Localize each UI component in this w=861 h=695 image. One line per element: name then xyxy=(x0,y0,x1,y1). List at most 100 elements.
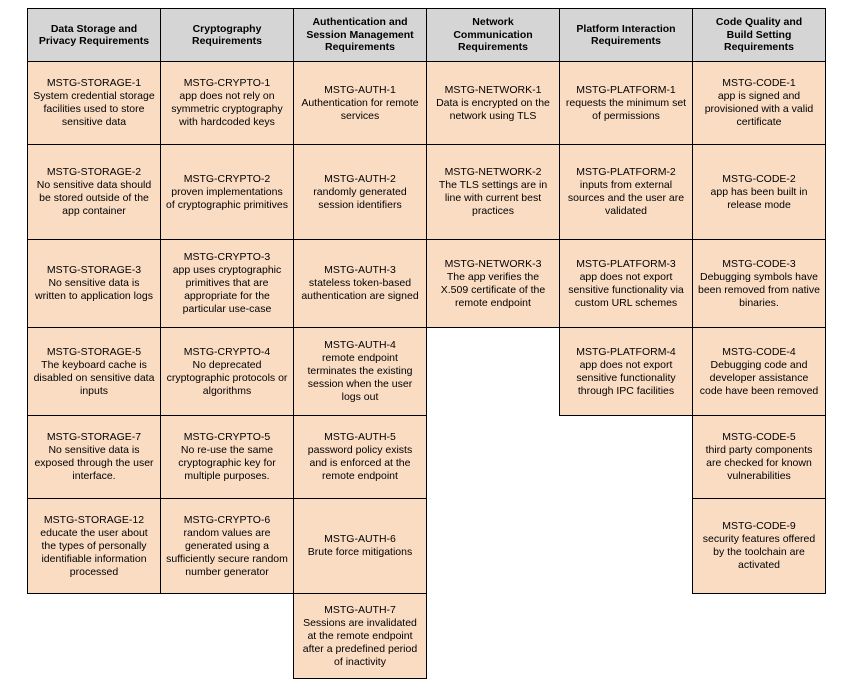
column-header-line: Requirements xyxy=(723,41,795,54)
requirement-text: app does not rely on symmetric cryptogra… xyxy=(171,90,283,128)
requirement-id: MSTG-AUTH-7 xyxy=(324,603,396,616)
column-header-line: Data Storage and xyxy=(50,22,138,35)
column-header-line: Platform Interaction xyxy=(576,22,676,35)
requirement-id: MSTG-STORAGE-2 xyxy=(46,166,142,178)
requirement-text: Brute force mitigations xyxy=(307,546,413,558)
column-header-line: Cryptography xyxy=(192,22,262,35)
column-header-line: Code Quality and xyxy=(715,16,803,29)
requirement-id: MSTG-STORAGE-1 xyxy=(46,77,142,89)
requirement-id: MSTG-CODE-9 xyxy=(722,520,796,532)
requirement-id: MSTG-PLATFORM-3 xyxy=(576,257,676,270)
requirement-id: MSTG-NETWORK-2 xyxy=(444,166,542,178)
requirement-text: inputs from external sources and the use… xyxy=(567,179,685,217)
requirement-text: stateless token-based authentication are… xyxy=(301,277,419,302)
requirement-text: Data is encrypted on the network using T… xyxy=(436,96,550,122)
requirement-id: MSTG-CODE-1 xyxy=(722,77,796,89)
requirement-id: MSTG-PLATFORM-2 xyxy=(576,166,676,178)
column-header-line: Session Management xyxy=(306,28,414,41)
requirement-text: Debugging symbols have been removed from… xyxy=(698,270,820,309)
requirement-text: Authentication for remote services xyxy=(301,96,419,122)
requirement-id: MSTG-AUTH-3 xyxy=(324,264,396,276)
column-header-line: Requirements xyxy=(191,35,263,47)
column-header-line: Build Setting xyxy=(726,28,792,41)
requirement-text: security features offered by the toolcha… xyxy=(702,533,816,571)
requirement-text: The app verifies the X.509 certificate o… xyxy=(440,270,546,309)
requirement-text: No re-use the same cryptographic key for… xyxy=(178,444,276,482)
requirement-text: The keyboard cache is disabled on sensit… xyxy=(33,358,155,397)
requirement-text: No sensitive data should be stored outsi… xyxy=(36,179,152,217)
requirement-id: MSTG-CODE-4 xyxy=(722,345,796,358)
requirement-text: app does not export sensitive functional… xyxy=(568,270,684,309)
requirement-id: MSTG-CRYPTO-4 xyxy=(183,345,271,358)
requirement-text: remote endpoint terminates the existing … xyxy=(307,352,413,403)
requirement-text: app uses cryptographic primitives that a… xyxy=(172,264,282,315)
requirement-id: MSTG-CRYPTO-5 xyxy=(183,431,271,443)
requirement-id: MSTG-AUTH-4 xyxy=(324,339,396,351)
requirement-text: third party components are checked for k… xyxy=(705,444,813,482)
requirement-id: MSTG-AUTH-2 xyxy=(324,172,396,185)
requirement-id: MSTG-STORAGE-7 xyxy=(46,431,142,443)
column-header-line: Authentication and xyxy=(312,16,408,29)
requirement-text: Debugging code and developer assistance … xyxy=(699,358,819,397)
requirement-id: MSTG-AUTH-1 xyxy=(324,83,396,96)
requirement-id: MSTG-CODE-5 xyxy=(722,431,796,443)
requirement-id: MSTG-STORAGE-12 xyxy=(43,513,145,526)
requirement-text: randomly generated session identifiers xyxy=(313,185,407,211)
requirement-text: System credential storage facilities use… xyxy=(33,90,155,128)
requirement-text: The TLS settings are in line with curren… xyxy=(438,179,548,217)
requirement-id: MSTG-CRYPTO-1 xyxy=(183,77,271,89)
column-header-line: Communication xyxy=(453,28,533,41)
requirement-text: proven implementations of cryptographic … xyxy=(166,185,288,211)
requirement-id: MSTG-CRYPTO-3 xyxy=(183,251,271,263)
